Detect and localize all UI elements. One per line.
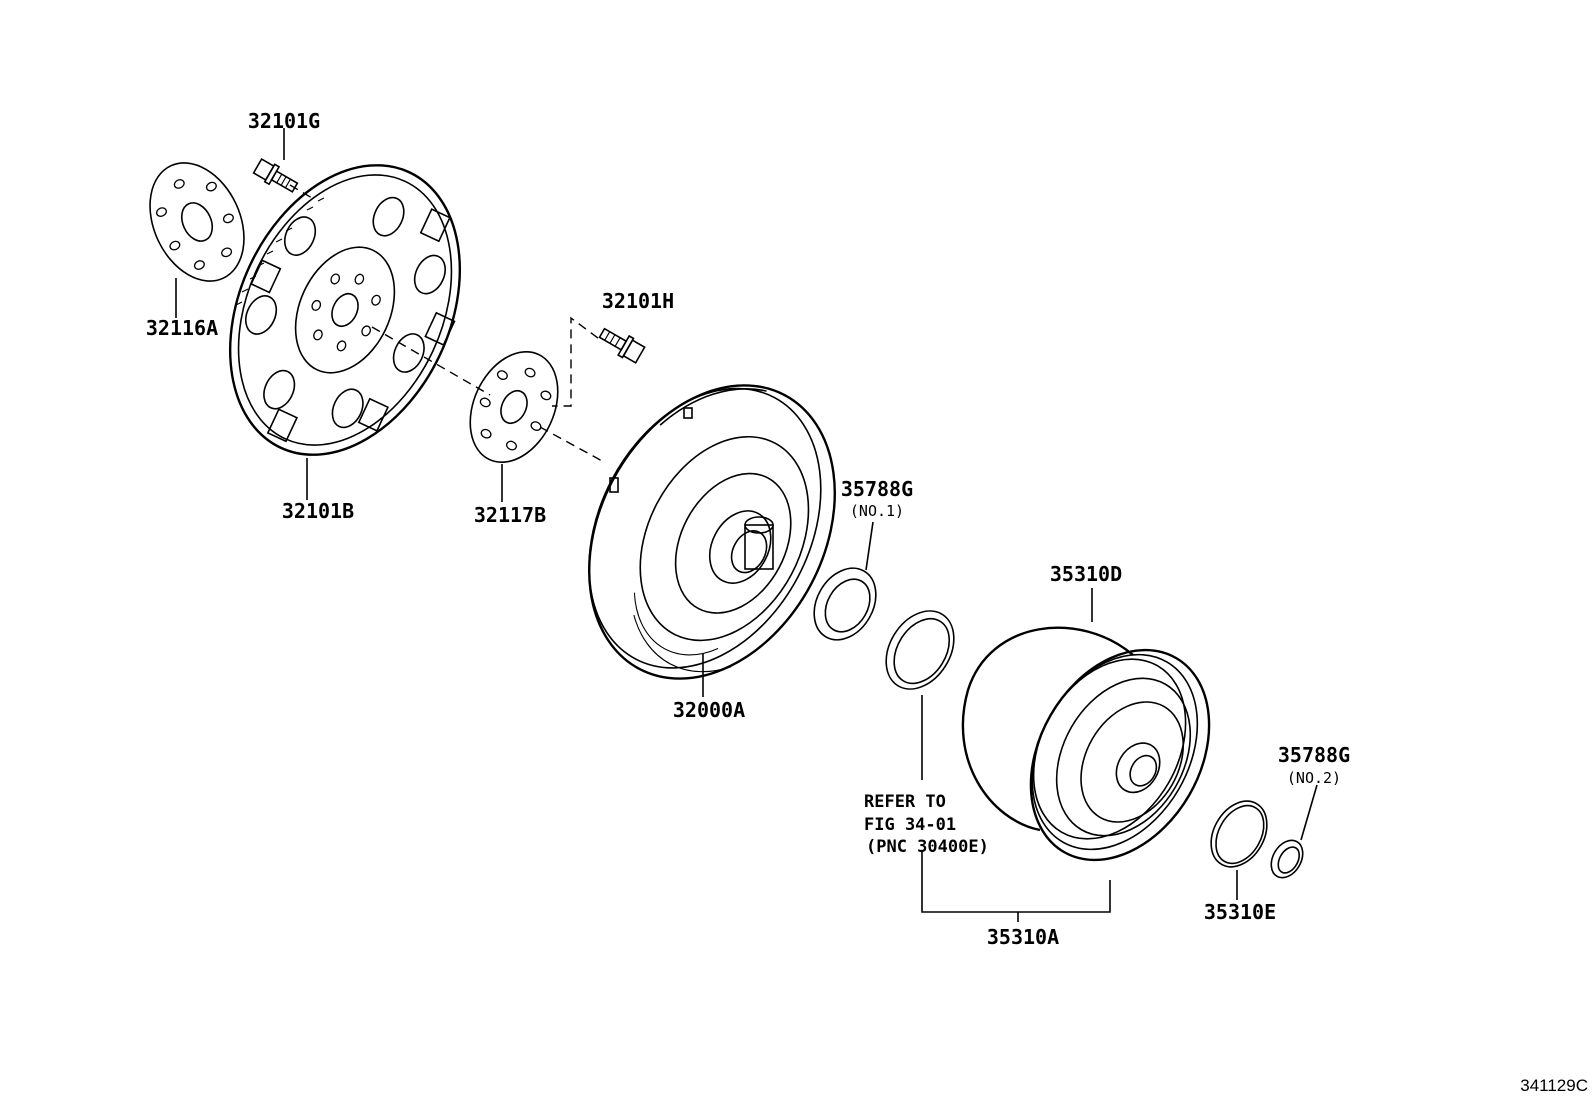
bolt-32101G[interactable] xyxy=(252,157,300,196)
o-ring-refer-fig[interactable] xyxy=(872,598,967,701)
label-32101B[interactable]: 32101B xyxy=(282,499,354,523)
seal-ring-35788G-no2[interactable] xyxy=(1265,835,1309,884)
leader-dash-32101G xyxy=(289,184,313,199)
refer-note-line1: REFER TO xyxy=(864,792,946,812)
drive-plate-32101B[interactable] xyxy=(186,128,505,492)
label-35310A[interactable]: 35310A xyxy=(987,925,1059,949)
label-35310D[interactable]: 35310D xyxy=(1050,562,1122,586)
label-32000A[interactable]: 32000A xyxy=(673,698,745,722)
leader-35788G-no1 xyxy=(865,521,874,571)
seal-ring-35310E[interactable] xyxy=(1200,791,1278,877)
figure-id: 341129C xyxy=(1520,1076,1588,1095)
label-35788G-no1-note: (NO.1) xyxy=(850,502,904,520)
oil-pump-35310A[interactable] xyxy=(961,618,1245,892)
label-32101G[interactable]: 32101G xyxy=(248,109,320,133)
refer-note-line2: FIG 34-01 xyxy=(864,815,956,835)
torque-converter-32000A[interactable] xyxy=(539,342,883,721)
leader-35310A-bracket xyxy=(921,852,1111,913)
label-35788G-no1[interactable]: 35788G xyxy=(841,477,913,501)
oil-pump-seal-35310D xyxy=(961,626,1134,832)
spacer-plate-32116A[interactable] xyxy=(132,148,262,297)
centerline-dash-1 xyxy=(371,326,491,396)
centerline-dash-2 xyxy=(539,426,605,463)
bolt-32101H[interactable] xyxy=(597,323,646,364)
label-32101H[interactable]: 32101H xyxy=(602,289,674,313)
leader-dash-32101H xyxy=(552,316,599,407)
leader-35788G-no2 xyxy=(1300,784,1318,841)
label-35788G-no2-note: (NO.2) xyxy=(1287,769,1341,787)
label-35310E[interactable]: 35310E xyxy=(1204,900,1276,924)
label-32116A[interactable]: 32116A xyxy=(146,316,218,340)
refer-note-line3[interactable]: (PNC 30400E) xyxy=(866,837,989,857)
spacer-32117B[interactable] xyxy=(453,338,575,477)
label-35788G-no2[interactable]: 35788G xyxy=(1278,743,1350,767)
seal-ring-35788G-no1[interactable] xyxy=(802,557,888,651)
label-32117B[interactable]: 32117B xyxy=(474,503,546,527)
